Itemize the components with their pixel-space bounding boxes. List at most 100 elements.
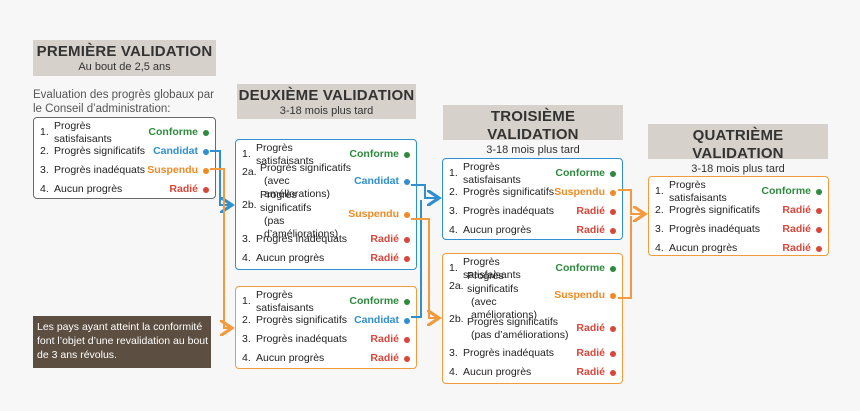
item-label-line1: Progrès significatifs (467, 269, 519, 295)
item-label-line1: Progrès satisfaisants (669, 178, 727, 204)
item-label: Progrès inadéquats (256, 233, 370, 246)
item-label-line2: (avec améliorations) (471, 295, 537, 321)
header-v4: QUATRIÈME VALIDATION 3-18 mois plus tard (648, 124, 828, 175)
item-number: 3. (449, 347, 458, 359)
header-v1: PREMIÈRE VALIDATION Au bout de 2,5 ans (33, 40, 216, 76)
item-number: 3. (40, 164, 49, 176)
item-label-line1: Aucun progrès (463, 366, 532, 378)
item-label-line2: (pas d’améliorations) (471, 328, 569, 341)
item-number: 3. (242, 233, 251, 245)
status-badge: Radié (370, 352, 399, 364)
status-dot-icon (610, 265, 616, 272)
header-v3-subtitle: 3-18 mois plus tard (486, 144, 580, 156)
status-dot-icon (610, 189, 616, 196)
item-label: Progrès significatifs(pas d’amélioration… (467, 316, 576, 342)
status-dot-icon (404, 255, 410, 262)
item-label: Progrès satisfaisants (256, 142, 349, 168)
item-label: Aucun progrès (256, 352, 370, 365)
status-dot-icon (610, 325, 616, 332)
item-number: 2b. (449, 313, 464, 325)
status-badge: Radié (576, 366, 605, 378)
item-label: Progrès significatifs (463, 186, 554, 199)
item-number: 4. (40, 183, 49, 195)
status-dot-icon (404, 236, 410, 243)
item-label-line1: Aucun progrès (256, 352, 325, 364)
item-label: Aucun progrès (54, 183, 169, 196)
status-badge: Radié (782, 204, 811, 216)
item-label-line1: Progrès satisfaisants (256, 288, 314, 314)
status-dot-icon (610, 208, 616, 215)
status-dot-icon (610, 350, 616, 357)
status-badge: Radié (782, 242, 811, 254)
item-label: Progrès significatifs (256, 314, 354, 327)
status-badge: Suspendu (147, 164, 198, 176)
status-dot-icon (816, 226, 822, 233)
item-number: 2. (242, 314, 251, 326)
status-badge: Radié (370, 333, 399, 345)
status-dot-icon (404, 151, 410, 158)
item-number: 4. (449, 224, 458, 236)
item-label: Aucun progrès (256, 252, 370, 265)
item-label: Progrès satisfaisants (256, 289, 349, 315)
status-dot-icon (203, 129, 209, 136)
status-badge: Radié (169, 183, 198, 195)
item-label-line1: Progrès satisfaisants (463, 255, 521, 281)
item-label-line1: Progrès significatifs (54, 145, 146, 157)
item-label: Progrès significatifs(pas d’amélioration… (260, 189, 348, 241)
item-label: Progrès satisfaisants (463, 161, 555, 187)
item-label: Progrès significatifs (669, 204, 782, 217)
box-validation-2-suspended: 1. Progrès satisfaisants Conforme 2. Progrès… (235, 286, 417, 369)
item-label-line1: Progrès satisfaisants (54, 119, 112, 145)
status-dot-icon (203, 167, 209, 174)
header-v3: TROISIÈME VALIDATION 3-18 mois plus tard (443, 105, 623, 156)
status-badge: Conforme (349, 295, 399, 307)
header-v1-subtitle: Au bout de 2,5 ans (78, 61, 171, 73)
status-dot-icon (610, 170, 616, 177)
header-v1-title: PREMIÈRE VALIDATION (36, 43, 213, 60)
item-label: Aucun progrès (669, 242, 782, 255)
link-v2a-suspendu (411, 218, 439, 318)
item-number: 4. (242, 252, 251, 264)
item-label: Aucun progrès (463, 224, 576, 237)
item-number: 2. (655, 204, 664, 216)
item-label: Progrès inadéquats (256, 333, 370, 346)
status-badge: Suspendu (554, 289, 605, 301)
link-v1-suspendu (210, 168, 232, 328)
item-number: 3. (242, 333, 251, 345)
status-badge: Conforme (349, 148, 399, 160)
header-v3-title: TROISIÈME VALIDATION (487, 108, 579, 143)
status-badge: Conforme (148, 126, 198, 138)
status-dot-icon (404, 298, 410, 305)
item-label: Progrès inadéquats (463, 347, 576, 360)
item-number: 4. (655, 242, 664, 254)
item-number: 3. (655, 223, 664, 235)
status-badge: Candidat (153, 145, 198, 157)
status-badge: Candidat (354, 175, 399, 187)
item-label: Progrès inadéquats (54, 164, 147, 177)
header-v2-title: DEUXIÈME VALIDATION (238, 87, 415, 104)
item-label-line1: Progrès satisfaisants (256, 141, 314, 167)
header-v2: DEUXIÈME VALIDATION 3-18 mois plus tard (237, 84, 416, 119)
item-label-line1: Progrès inadéquats (463, 205, 555, 217)
status-dot-icon (610, 369, 616, 376)
item-label-line1: Progrès significatifs (256, 314, 348, 326)
item-label: Progrès significatifs(avec améliorations… (260, 162, 354, 201)
item-number: 1. (242, 295, 251, 307)
header-v2-subtitle: 3-18 mois plus tard (279, 105, 374, 117)
link-v2b-candidat (411, 200, 422, 318)
